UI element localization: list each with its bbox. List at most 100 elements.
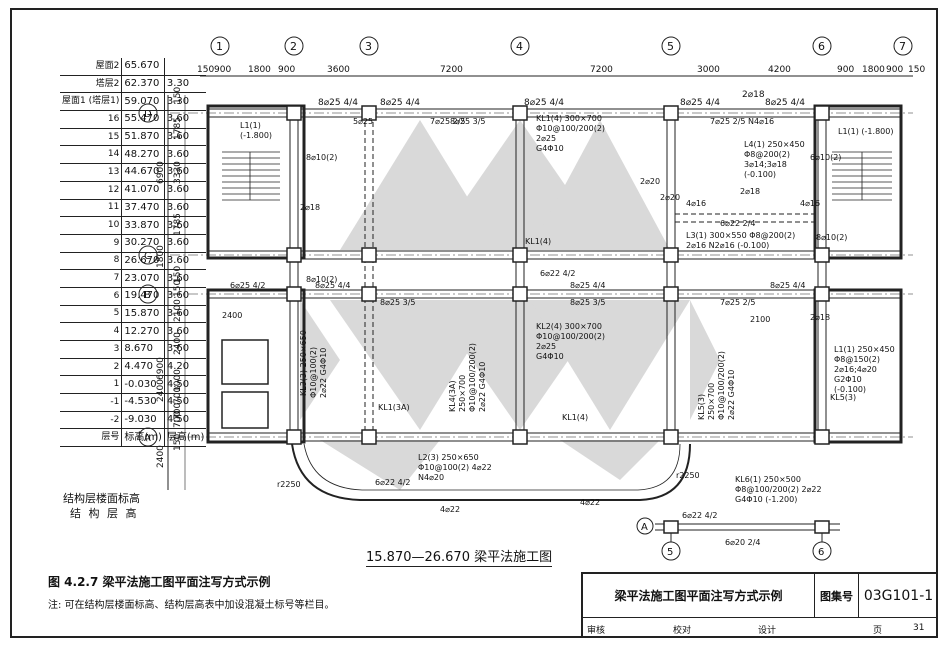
beam-label-l1-left: L1(1) [240,121,261,130]
beam-label-misc: 6⌀10(2) [810,153,841,162]
beam-label-kl6: G4Φ10 (-1.200) [735,495,797,504]
level-cell: 标高(m) [121,428,165,448]
beam-label-d: 8⌀25 4/4 [680,98,720,108]
beam-label-d: 8⌀25 4/4 [765,98,805,108]
level-cell: 30.270 [121,234,165,253]
stair-right [832,151,892,201]
column-axis-label: 2 [290,40,297,53]
beam-label-kl3: 2⌀22 G4Φ10 [319,348,328,398]
top-dimension-value: 3000 [697,65,720,75]
level-cell: 11 [60,199,123,218]
level-cell: 8.670 [121,340,165,359]
beam-label-misc: 8⌀10(2) [306,153,337,162]
review-label: 审核 [587,626,606,636]
beam-label-misc: 6⌀25 4/2 [230,281,266,290]
beam-label-kl3: KL3(3) 250×650 [299,330,308,396]
level-cell: 5 [60,305,123,324]
level-cell: 3.60 [164,287,207,306]
beam-label-kl4: 2⌀22 G4Φ10 [478,362,487,412]
level-cell: 59.070 [121,92,165,112]
beam-label-l2: N4⌀20 [418,473,444,482]
level-cell: 3.60 [164,199,207,218]
elevator-shafts [221,339,269,429]
beam-label-d: 8⌀25 4/4 [380,98,420,108]
beam-label-misc: 8⌀10(2) [306,275,337,284]
level-cell: 8 [60,252,123,271]
top-dimension-value: 3600 [327,65,350,75]
beam-label-misc: 4⌀22 [440,505,460,514]
beam-label-misc: r2250 [277,480,301,489]
beam-label-misc: KL5(3) [830,393,856,402]
figure-title: 图 4.2.7 梁平法施工图平面注写方式示例 [48,575,271,589]
level-cell: 3.60 [164,216,207,235]
beam-label-misc: 6⌀22 4/2 [540,269,576,278]
beam-label-l1-left: (-1.800) [240,131,272,140]
columns [286,105,830,445]
beam-label-kl2: G4Φ10 [536,352,564,361]
beam-label-misc: 8⌀25 3/5 [450,117,486,126]
beam-label-l1-b: (-0.100) [834,385,866,394]
drawing-frame [10,8,938,638]
beam-label-l1-b: 2⌀16;4⌀20 [834,365,877,374]
level-cell: -2 [60,411,123,430]
beam-label-misc: 7⌀25 2/5 N4⌀16 [710,117,774,126]
beam-label-misc: 6⌀22 4/2 [375,478,411,487]
top-dimension-value: 900 [278,65,295,75]
level-cell: -9.030 [121,411,165,430]
beam-label-misc: 2⌀20 [660,193,680,202]
level-cell: 3.60 [164,305,207,324]
level-cell: 3.30 [164,75,207,94]
column-axis-label: 7 [899,40,906,53]
level-cell: 65.670 [121,58,165,76]
kl6-detail [636,517,840,561]
beam-label-misc: 4⌀16 [800,199,820,208]
level-cell: 3 [60,340,123,359]
level-cell: 9 [60,234,123,253]
beam-label-misc: 7⌀25 2/5 [720,298,756,307]
level-cell: -0.030 [121,375,165,395]
level-cell: 3.60 [164,234,207,253]
beam-label-l3: 2⌀16 N2⌀16 (-0.100) [686,241,769,250]
top-dimension-value: 7200 [590,65,613,75]
beam-label-misc: 2100 [750,315,770,324]
beam-label-kl2: 2⌀25 [536,342,556,351]
level-cell: 层高(m) [164,428,207,448]
level-cell: 4 [60,322,123,341]
page-number: 31 [913,623,925,633]
level-cell: 19.470 [121,287,165,306]
beam-label-kl4: Φ10@100/200(2) [468,343,477,412]
level-cell: 26.670 [121,252,165,271]
beam-label-l4: Φ8@200(2) [744,150,790,159]
level-cell: 3.60 [164,269,207,288]
beam-label-misc: 8⌀25 3/5 [380,298,416,307]
level-cell: 3.60 [164,163,207,182]
beam-label-l2: Φ10@100(2) 4⌀22 [418,463,492,472]
column-axis-label: 6 [818,40,825,53]
beam-label-kl4: KL4(3A) [448,380,457,412]
level-cell: 62.370 [121,75,165,94]
beam-label-l4: (-0.100) [744,170,776,179]
drawing-caption: 15.870—26.670 梁平法施工图 [366,546,553,567]
beam-label-misc: r2250 [676,471,700,480]
level-cell: 48.270 [121,145,165,165]
top-dimension-value: 1800 [248,65,271,75]
atlas-label: 图集号 [815,574,859,618]
level-cell: 3.60 [164,110,207,129]
detail-axis-label: 6 [818,547,824,558]
beam-label-kl5: 2⌀22 G4Φ10 [727,370,736,420]
detail-axis-label: 5 [667,547,673,558]
beam-label-kl1: 2⌀25 [536,134,556,143]
level-cell: 7 [60,269,123,288]
level-cell: 屋面1 (塔层1) [60,92,123,112]
level-cell: 塔层2 [60,75,123,94]
